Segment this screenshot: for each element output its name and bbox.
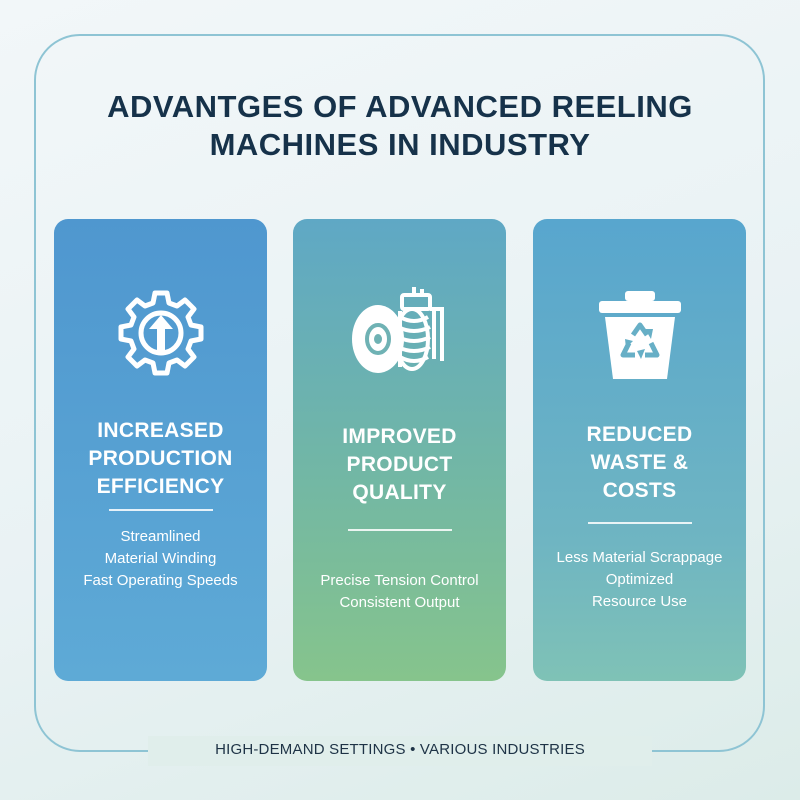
card-title-line: WASTE &	[590, 451, 689, 474]
card-title-line: REDUCED	[586, 423, 693, 446]
footer-tagline: HIGH-DEMAND SETTINGS • VARIOUS INDUSTRIE…	[215, 741, 585, 758]
list-item: Precise Tension Control	[320, 572, 479, 589]
gear-arrow-icon	[118, 290, 203, 376]
title-line-1: ADVANTGES OF ADVANCED REELING	[107, 89, 693, 124]
card-title: INCREASED PRODUCTION EFFICIENCY	[54, 417, 267, 501]
list-item: Streamlined	[120, 528, 201, 545]
card-divider	[587, 522, 692, 524]
list-item: Material Winding	[104, 550, 217, 567]
card-title-line: COSTS	[602, 479, 677, 502]
card-title: IMPROVED PRODUCT QUALITY	[293, 423, 506, 507]
card-title-line: QUALITY	[352, 481, 447, 504]
list-item: Resource Use	[591, 593, 688, 610]
card-items: Less Material Scrappage Optimized Resour…	[533, 547, 746, 613]
card-title-line: INCREASED	[97, 419, 224, 442]
card-product-quality: IMPROVED PRODUCT QUALITY Precise Tension…	[293, 219, 506, 681]
card-title: REDUCED WASTE & COSTS	[533, 421, 746, 505]
list-item: Fast Operating Speeds	[83, 572, 238, 589]
card-production-efficiency: INCREASED PRODUCTION EFFICIENCY Streamli…	[54, 219, 267, 681]
footer-gap	[148, 736, 652, 766]
card-divider	[347, 529, 452, 531]
card-title-line: PRODUCT	[346, 453, 453, 476]
card-title-line: EFFICIENCY	[96, 475, 225, 498]
reel-machine-icon	[351, 287, 444, 373]
card-items: Precise Tension Control Consistent Outpu…	[293, 570, 506, 614]
recycle-bin-icon	[598, 291, 681, 379]
card-divider	[108, 509, 213, 511]
list-item: Less Material Scrappage	[556, 549, 723, 566]
card-waste-costs: REDUCED WASTE & COSTS Less Material Scra…	[533, 219, 746, 681]
card-items: Streamlined Material Winding Fast Operat…	[54, 526, 267, 592]
list-item: Consistent Output	[339, 594, 460, 611]
page-title: ADVANTGES OF ADVANCED REELING MACHINES I…	[60, 88, 740, 164]
card-title-line: IMPROVED	[342, 425, 457, 448]
card-title-line: PRODUCTION	[88, 447, 233, 470]
list-item: Optimized	[605, 571, 674, 588]
title-line-2: MACHINES IN INDUSTRY	[209, 127, 591, 162]
